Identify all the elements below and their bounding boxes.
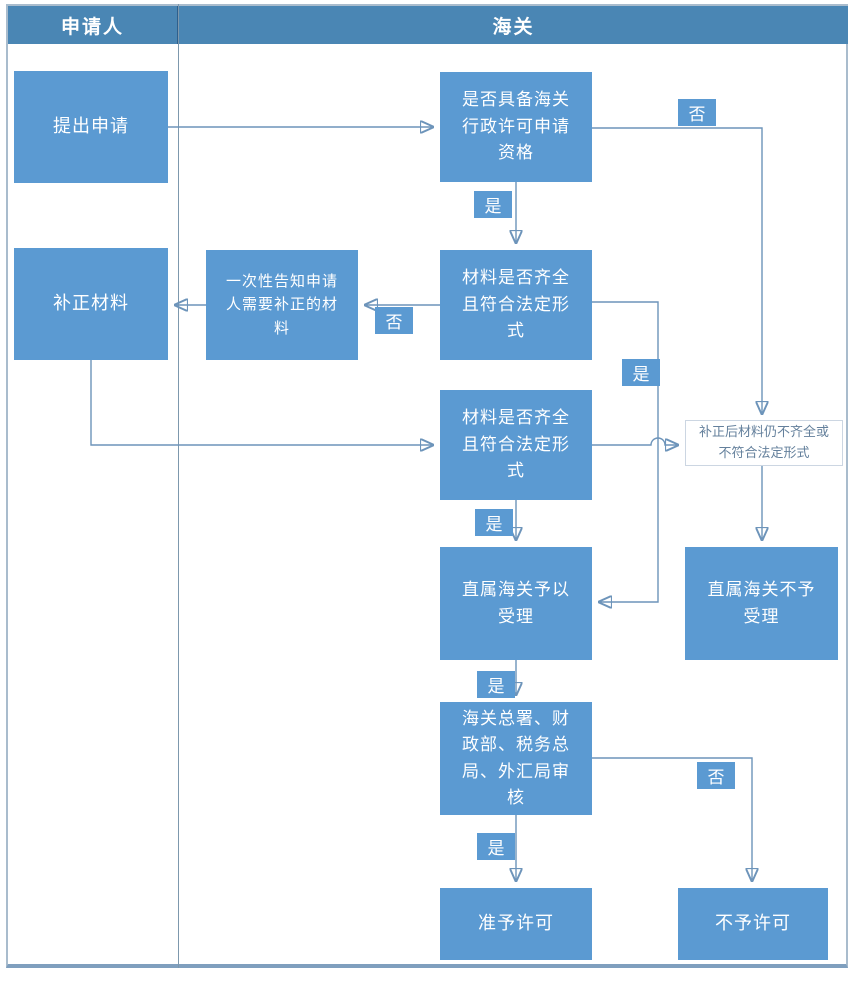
- lane-header-customs: 海关: [179, 6, 848, 44]
- edge-label-yes-2: 是: [622, 359, 660, 386]
- node-one-time-notify: 一次性告知申请人需要补正的材料: [206, 250, 358, 360]
- edge-label-yes-3: 是: [475, 509, 513, 536]
- node-permission-denied: 不予许可: [678, 888, 828, 960]
- node-supplement-materials: 补正材料: [14, 248, 168, 360]
- note-resupply-still-incomplete: 补正后材料仍不齐全或不符合法定形式: [685, 420, 843, 466]
- node-customs-not-accept: 直属海关不予受理: [685, 547, 838, 660]
- edge-check1-yes-to-accept: [592, 301, 659, 602]
- edge-review-no-to-deny: [592, 757, 752, 880]
- edge-label-yes-4: 是: [477, 671, 515, 698]
- edge-check2-no-to-note: [592, 437, 677, 445]
- edge-supplement-to-check2: [90, 360, 432, 445]
- diagram-frame: [6, 4, 848, 968]
- lane-customs-label: 海关: [492, 16, 535, 38]
- node-permission-granted: 准予许可: [440, 888, 592, 960]
- edge-label-yes-1: 是: [474, 191, 512, 218]
- lane-divider: [178, 4, 179, 968]
- node-joint-review: 海关总署、财政部、税务总局、外汇局审核: [440, 702, 592, 815]
- edge-qualification-no-to-note: [592, 127, 762, 413]
- lane-header-applicant: 申请人: [8, 6, 178, 44]
- edge-label-no-2: 否: [375, 307, 413, 334]
- node-qualification-check: 是否具备海关行政许可申请资格: [440, 72, 592, 182]
- lane-applicant-label: 申请人: [60, 16, 124, 38]
- edge-label-yes-5: 是: [477, 833, 515, 860]
- node-material-check-1: 材料是否齐全且符合法定形式: [440, 250, 592, 360]
- node-customs-accept: 直属海关予以受理: [440, 547, 592, 660]
- edge-label-no-3: 否: [697, 762, 735, 789]
- edge-label-no-1: 否: [678, 99, 716, 126]
- node-submit-application: 提出申请: [14, 71, 168, 183]
- node-material-check-2: 材料是否齐全且符合法定形式: [440, 390, 592, 500]
